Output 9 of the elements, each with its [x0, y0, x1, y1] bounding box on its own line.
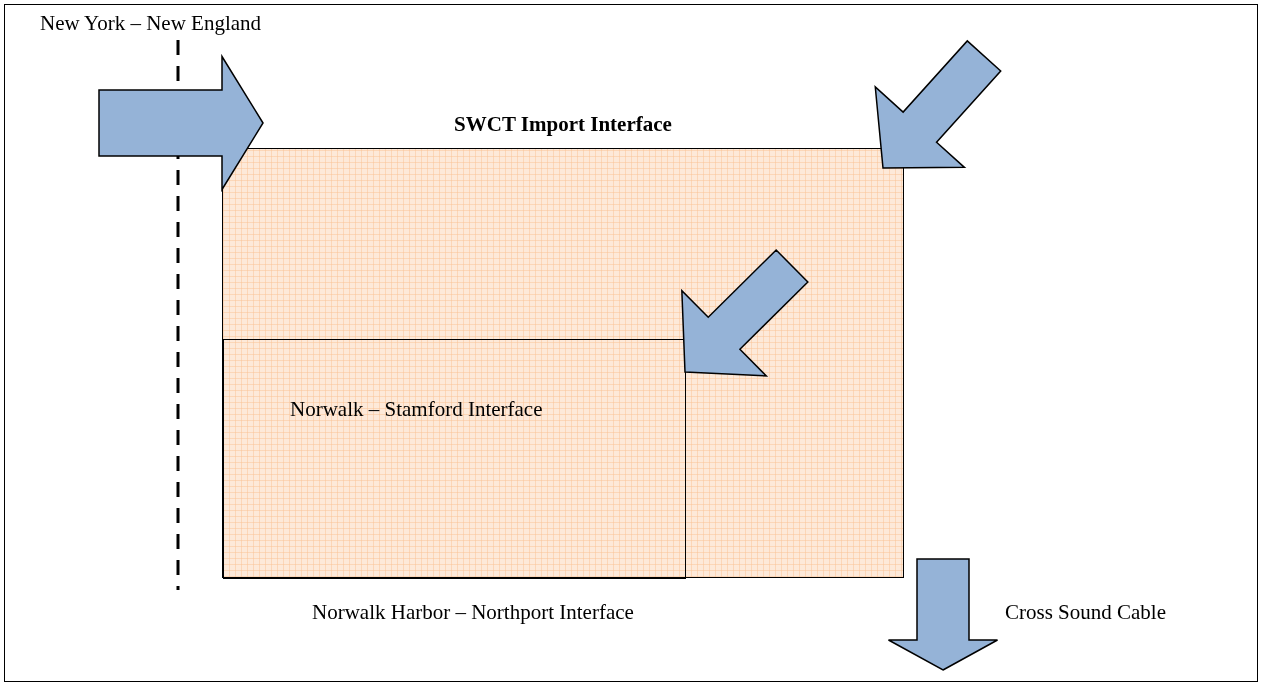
block-arrow: [98, 53, 264, 193]
interface-label: Norwalk – Stamford Interface: [290, 398, 543, 422]
block-arrow: [874, 39, 1002, 169]
interface-area: [223, 339, 686, 579]
interface-title: SWCT Import Interface: [454, 113, 672, 137]
block-arrow: [887, 558, 999, 671]
region-label: Norwalk Harbor – Northport Interface: [312, 601, 634, 625]
block-arrow: [681, 248, 809, 377]
region-label: New York – New England: [40, 12, 262, 36]
